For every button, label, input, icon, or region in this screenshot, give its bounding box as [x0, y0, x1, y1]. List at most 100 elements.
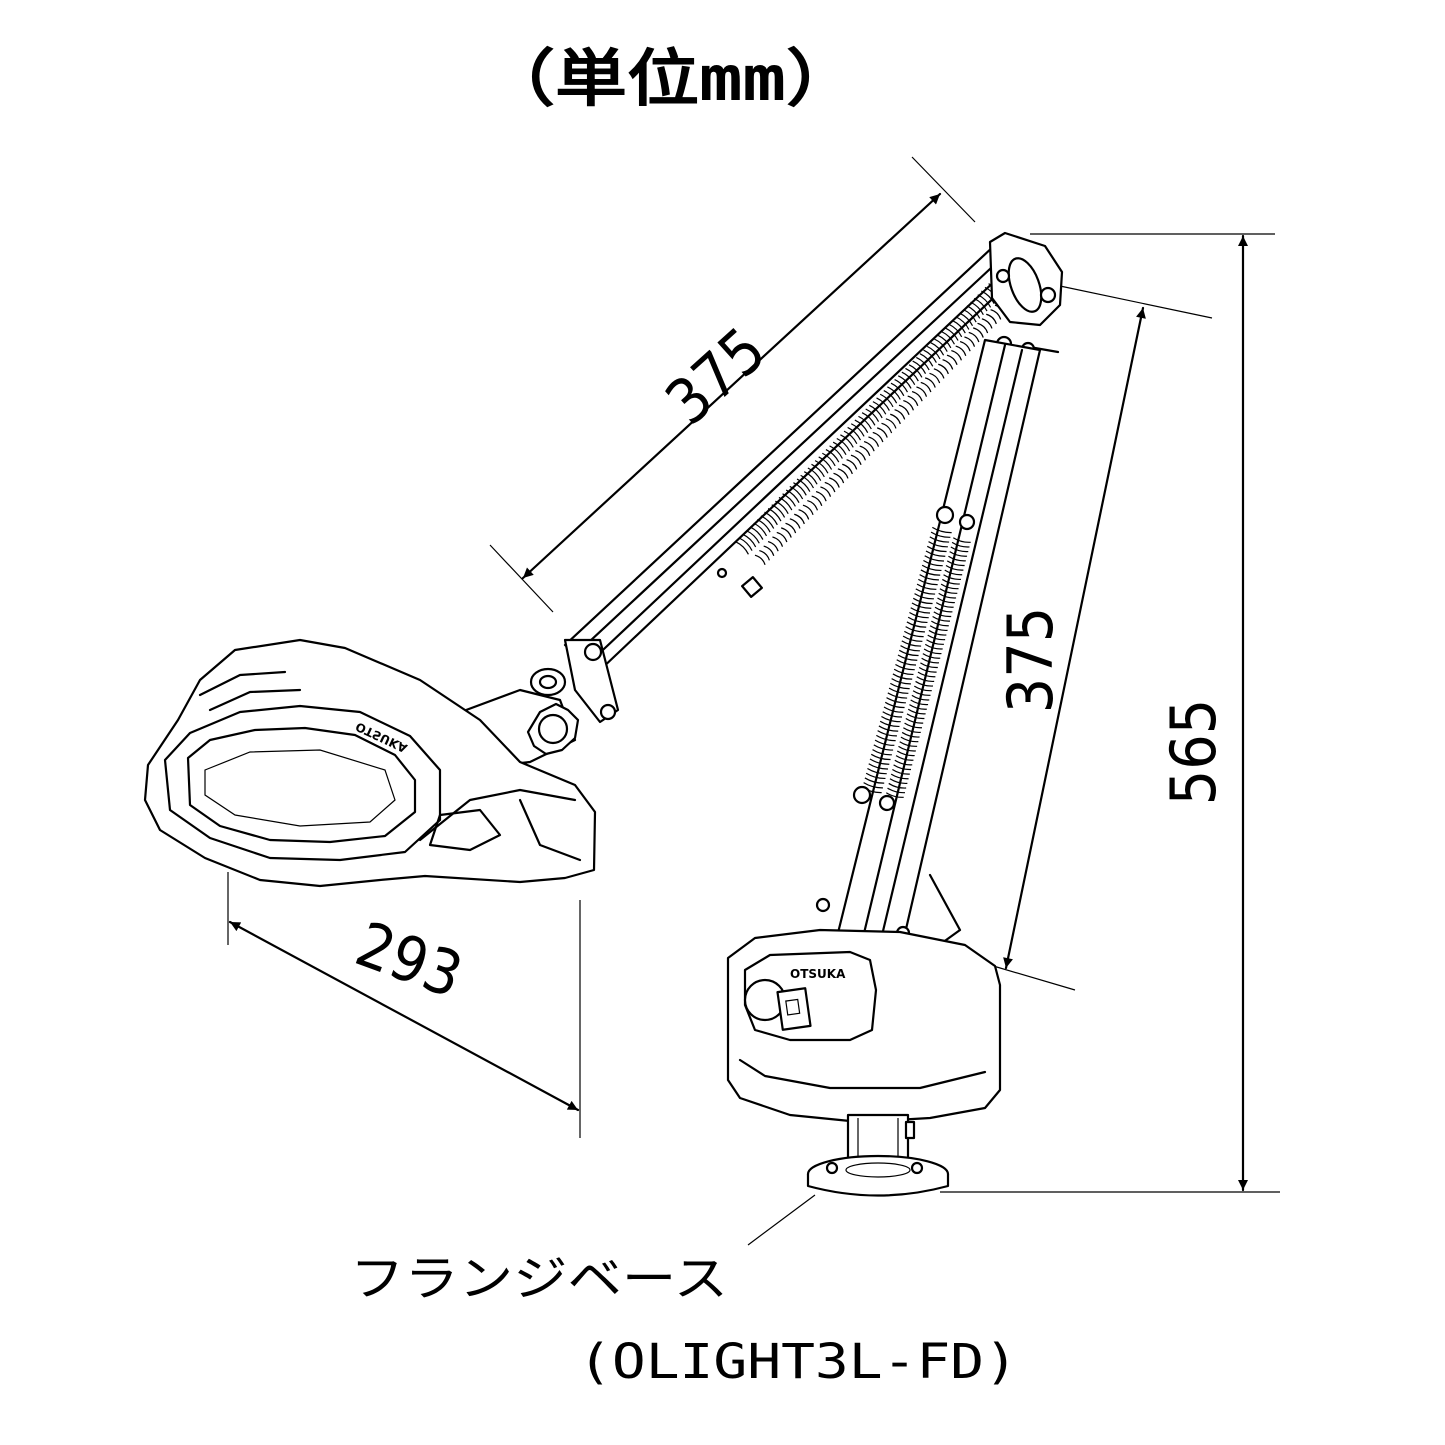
spring-coil — [798, 509, 810, 520]
spring-coil — [977, 294, 992, 308]
spring-coil — [807, 467, 822, 481]
spring-coil — [890, 382, 905, 397]
spring-coil — [873, 744, 894, 751]
spring-coil — [850, 423, 865, 437]
spring-coil — [859, 445, 871, 456]
spring-coil — [776, 531, 788, 543]
spring-coil — [923, 559, 943, 567]
spring-coil — [888, 782, 907, 789]
spring-coil — [986, 313, 997, 325]
spring-coil — [882, 711, 903, 718]
spring-coil — [884, 701, 905, 709]
spring-coil — [887, 692, 908, 699]
upper-spring-2 — [754, 304, 1006, 566]
spring-coil — [925, 550, 946, 557]
spring-coil — [863, 782, 883, 789]
spring-coil — [894, 409, 906, 420]
spring-coil — [907, 616, 928, 624]
spring-coil — [802, 504, 814, 516]
spring-coil — [885, 418, 897, 429]
spring-coil — [811, 495, 823, 506]
spring-coil — [959, 312, 974, 327]
spring-coil — [869, 404, 883, 419]
spring-coil — [898, 649, 919, 657]
spring-coil — [937, 334, 952, 349]
spring-coil — [923, 648, 942, 655]
spring-coil — [955, 345, 967, 356]
spring-coil — [895, 663, 915, 671]
spring-coil — [990, 309, 1002, 320]
spring-coil — [891, 678, 911, 685]
spring-coil — [900, 736, 919, 743]
spring-coil — [833, 472, 845, 484]
spring-coil — [807, 500, 818, 511]
spring-coil — [785, 489, 800, 503]
spring-coil — [981, 290, 995, 304]
spring-coil — [903, 727, 921, 734]
spring-coil — [928, 629, 947, 636]
spring-coil — [854, 419, 869, 433]
spring-coil — [901, 371, 916, 386]
spring-coil — [883, 390, 898, 404]
spring-coil — [944, 569, 963, 576]
spring-coil — [893, 764, 912, 771]
spring-coil — [918, 667, 937, 673]
spring-coil — [929, 536, 950, 543]
spring-coil — [923, 349, 937, 363]
spring-coil — [879, 393, 894, 408]
spring-coil — [863, 440, 875, 452]
spring-coil — [789, 518, 801, 529]
spring-coil — [913, 685, 932, 692]
spring-coil — [814, 460, 829, 474]
spring-coil — [876, 734, 896, 742]
spring-coil — [886, 697, 906, 704]
spring-coil — [915, 588, 936, 595]
spring-coil — [938, 592, 957, 599]
spring-coil — [896, 750, 915, 757]
dimension-lower-arm: 375 — [989, 285, 1213, 991]
spring-coil — [916, 676, 935, 683]
lower-arm-length-label: 375 — [994, 607, 1067, 713]
spring-coil — [789, 485, 804, 500]
spring-coil — [948, 323, 963, 338]
spring-coil — [893, 668, 914, 676]
spring-coil — [921, 564, 942, 572]
spring-coil — [951, 541, 970, 548]
spring-coil — [907, 708, 926, 715]
spring-coil — [738, 537, 753, 551]
spring-coil — [829, 445, 843, 459]
spring-coil — [850, 454, 862, 466]
spring-coil — [950, 546, 969, 553]
spring-coil — [872, 431, 884, 443]
spring-coil — [902, 635, 923, 642]
spring-coil — [910, 699, 929, 706]
spring-coil — [869, 758, 890, 765]
spring-coil — [780, 527, 792, 538]
spring-coil — [890, 413, 901, 425]
spring-coil — [843, 430, 858, 445]
spring-coil — [868, 763, 889, 770]
spring-coil — [846, 459, 858, 470]
spring-coil — [904, 630, 924, 638]
spring-coil — [940, 583, 959, 590]
spring-coil — [924, 377, 936, 388]
spring-coil — [877, 730, 897, 737]
spring-coil — [924, 643, 943, 650]
spring-coil — [966, 305, 981, 319]
spring-coil — [742, 533, 757, 548]
spring-coil — [933, 368, 945, 379]
model-number-label: (OLIGHT3L-FD) — [578, 1334, 1018, 1390]
spring-coil — [876, 397, 890, 411]
spring-coil — [885, 792, 904, 798]
spring-coil — [811, 463, 825, 478]
spring-coil — [840, 434, 854, 448]
spring-coil — [916, 583, 937, 590]
spring-coil — [865, 408, 880, 422]
flange-base-label: フランジベース — [350, 1251, 728, 1307]
spring-coil — [897, 654, 918, 661]
spring-coil — [899, 741, 918, 747]
spring-coil — [796, 478, 811, 492]
lamp-illustration: OTSUKA OTSUKA — [143, 231, 1064, 1197]
spring-coil — [759, 550, 770, 561]
spring-coil — [917, 671, 936, 678]
